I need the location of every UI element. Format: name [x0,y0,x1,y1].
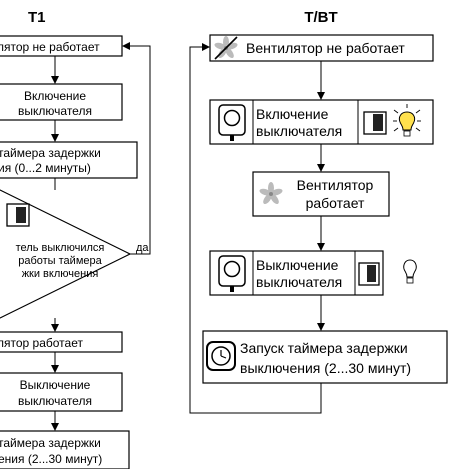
right-box-fan-on-line1: Вентилятор [297,177,374,193]
left-decision-line1: тель выключился [16,242,105,254]
right-box-off-timer-line1: Запуск таймера задержки [240,340,408,356]
switch-on-icon [363,111,387,135]
right-box-off-timer [202,330,448,384]
left-box-off-timer-line2: ения (2...30 минут) [0,452,102,466]
left-box-switch-off [0,372,123,412]
right-box-switch-off-line1: Выключение [256,257,339,273]
left-decision-diamond [0,189,132,319]
timer-icon [206,341,236,371]
left-box-off-timer-line1: таймера задержки [0,436,101,450]
left-box-fan-on-label: лятор работает [0,336,83,350]
left-box-switch-on-line2: выключателя [18,104,92,118]
left-decision-line2: работы таймера [18,255,102,267]
right-box-fan-off [209,34,434,62]
right-box-off-timer-line2: выключения (2...30 минут) [240,360,411,376]
left-box-switch-off-line1: Выключение [20,378,91,392]
left-box-fan-off-label: лятор не работает [0,40,100,54]
left-box-switch-on [0,83,123,121]
fan-off-icon [214,36,238,60]
left-box-delay-timer-line1: таймера задержки [0,146,101,160]
right-box-switch-on [209,99,434,145]
left-box-fan-on [0,331,123,353]
right-title: T/BT [304,9,337,26]
left-yes-loop-arrow [122,42,151,255]
left-box-switch-on-line1: Включение [24,89,86,103]
motion-sensor-icon-2 [218,255,246,292]
lamp-on-icon [393,104,421,137]
motion-sensor-icon [218,104,246,141]
left-box-off-timer [0,430,130,469]
left-box-switch-off-line2: выключателя [18,394,92,408]
fan-on-icon [259,182,283,205]
right-box-switch-on-line1: Включение [256,106,329,122]
left-box-delay-timer [0,141,138,179]
right-box-switch-off-line2: выключателя [256,274,342,290]
left-yes-label: да [136,242,149,254]
switch-off-icon [358,262,380,286]
right-box-fan-off-label: Вентилятор не работает [246,40,405,56]
lamp-off-icon [403,259,417,284]
left-title: T1 [28,9,46,26]
right-box-fan-on-line2: работает [306,195,365,211]
switch-icon [6,203,30,227]
left-box-delay-timer-line2: ия (0...2 минуты) [0,161,91,175]
left-decision-line3: жки включения [22,268,99,280]
right-loop-arrow [189,43,322,414]
right-box-switch-on-line2: выключателя [256,123,342,139]
